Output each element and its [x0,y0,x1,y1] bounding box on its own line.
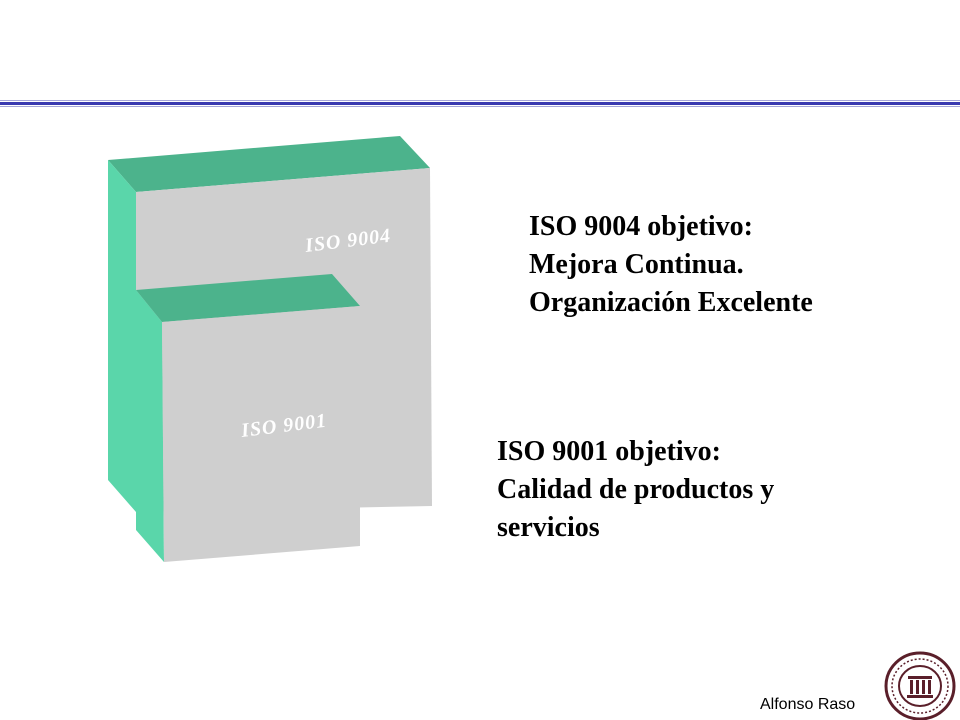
iso-9001-line-3: servicios [497,512,600,543]
iso-9004-line-1: ISO 9004 objetivo: [529,211,753,242]
iso-9004-box-side [108,160,136,512]
iso-9004-line-3: Organización Excelente [529,287,813,318]
iso-9004-line-2: Mejora Continua. [529,249,744,280]
author-name: Alfonso Raso [760,696,856,713]
header-rule-top [0,100,960,101]
iso-9001-box-top [136,274,360,322]
iso-9001-description: ISO 9001 objetivo: Calidad de productos … [497,433,774,547]
iso-9001-box-side [136,290,164,562]
iso-9001-line-1: ISO 9001 objetivo: [497,436,721,467]
iso-9004-description: ISO 9004 objetivo: Mejora Continua. Orga… [529,208,813,322]
iso-9004-box-top [108,136,430,192]
iso-9001-line-2: Calidad de productos y [497,474,775,505]
iso-9001-box-face [162,306,360,562]
header-rule-bottom [0,106,960,107]
university-seal-icon [884,651,956,720]
header-rule [0,102,960,105]
iso-9001-box: ISO 9001 [136,274,360,562]
